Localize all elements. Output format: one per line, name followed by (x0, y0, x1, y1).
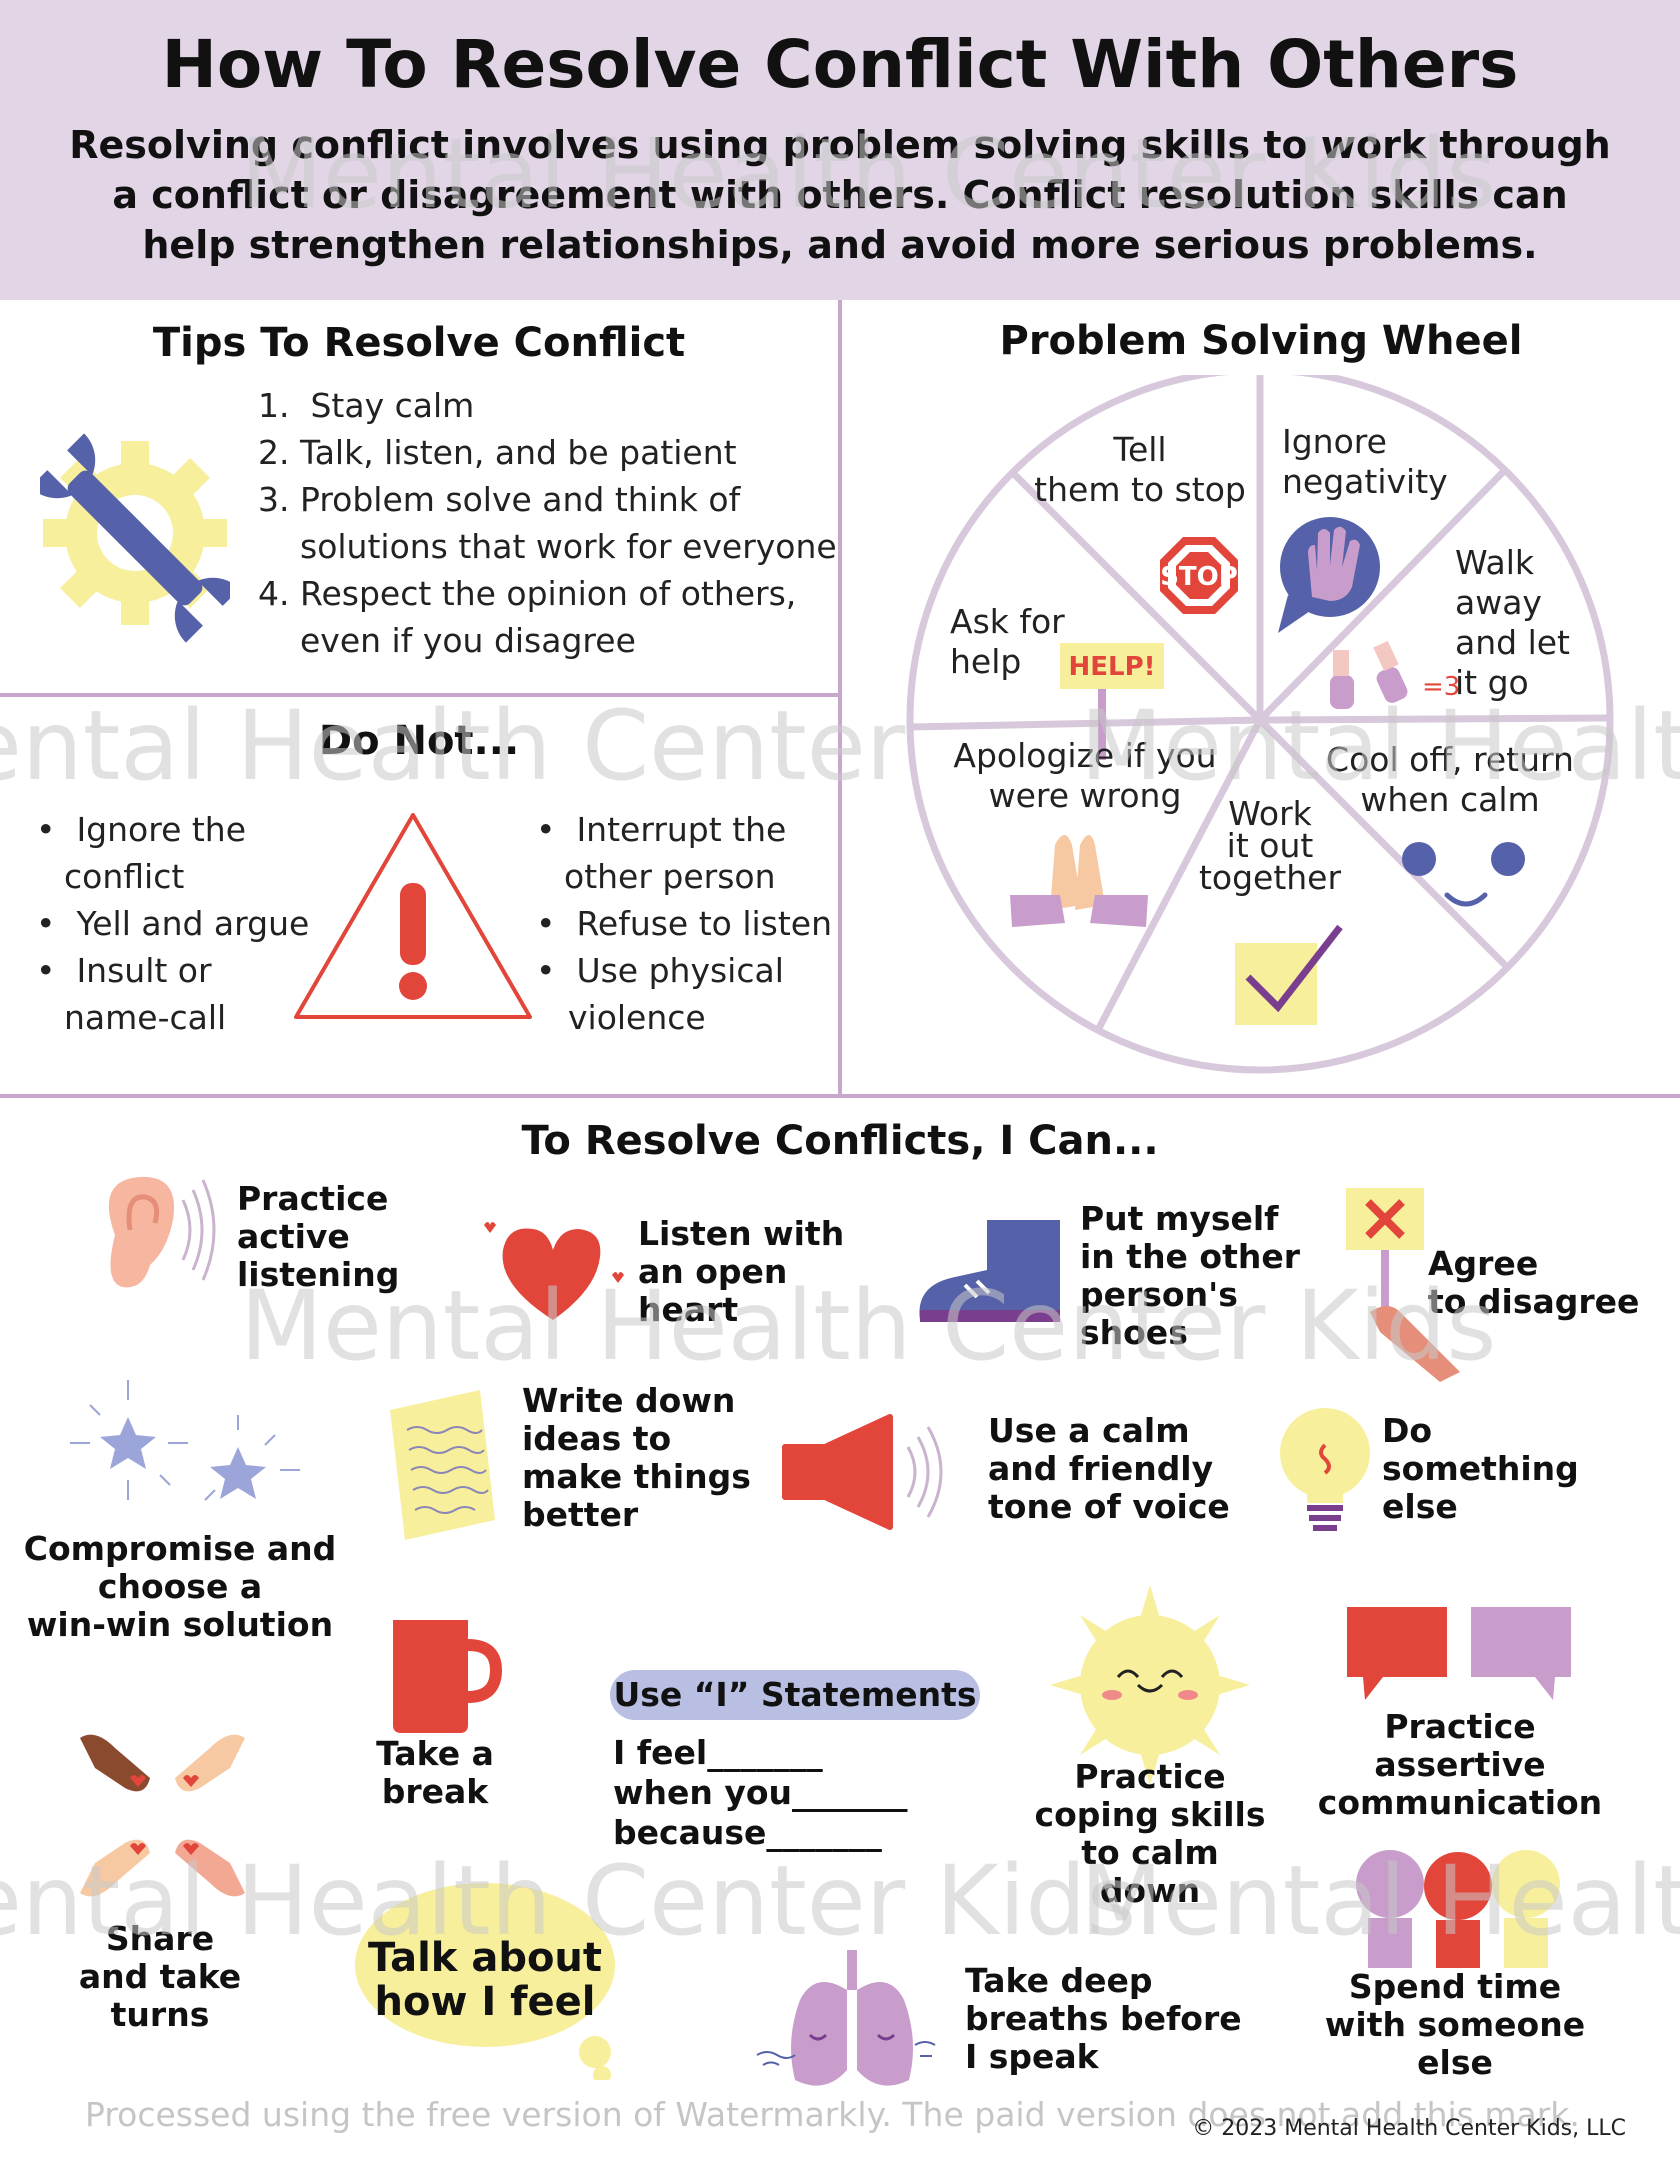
activity-tone: Use a calm and friendly tone of voice (988, 1411, 1230, 1526)
activity-open-heart: Listen with an open heart (638, 1214, 845, 1329)
activity-talk: Talk about how I feel (367, 1935, 603, 2025)
activity-active-listening: Practice active listening (237, 1179, 400, 1294)
wheel-label-work: Work it out together (1198, 794, 1342, 897)
sun-icon (1050, 1585, 1250, 1785)
friends-icon (1356, 1850, 1560, 1968)
problem-solving-wheel: STOP =3 HELP! (906, 375, 1614, 1074)
activity-breaths: Take deep breaths before I speak (965, 1961, 1242, 2076)
tip-item: 2. Talk, listen, and be patient (258, 433, 737, 472)
copyright: © 2023 Mental Health Center Kids, LLC (1192, 2116, 1626, 2141)
activity-something-else: Do something else (1382, 1411, 1579, 1526)
megaphone-icon (782, 1414, 943, 1530)
horizontal-divider-left (0, 693, 838, 697)
watermark-footer: Processed using the free version of Wate… (85, 2095, 1580, 2134)
disagree-sign-icon (1346, 1188, 1460, 1382)
watermark-brand: Mental Health Center Kids (240, 1270, 1497, 1382)
i-statements-lines: I feel_______ when you_______ because___… (613, 1733, 908, 1852)
activity-assertive: Practice assertive communication (1317, 1707, 1603, 1822)
intro-text: Resolving conflict involves using proble… (69, 123, 1611, 267)
wheel-label-ignore: Ignore negativity (1282, 422, 1448, 501)
wheel-label-apologize: Apologize if you were wrong (953, 736, 1217, 815)
speech-bubbles-icon (1347, 1607, 1571, 1700)
thought-bubble-icon (355, 1883, 615, 2080)
checkmark-icon (1235, 924, 1343, 1025)
help-sign-label: HELP! (1068, 652, 1155, 682)
activity-shoes: Put myself in the other person's shoes (1080, 1199, 1301, 1352)
ear-icon (108, 1176, 216, 1288)
activity-spend-time: Spend time with someone else (1324, 1967, 1586, 2082)
lungs-icon (756, 1950, 936, 2086)
tips-title: Tips To Resolve Conflict (152, 320, 686, 366)
tip-item: 3. Problem solve and think of (258, 480, 741, 519)
mug-icon (393, 1620, 503, 1733)
watermark-brand: Mental Health Center Kids (0, 1845, 1137, 1957)
watermark-brand: Mental Health Center Kids (240, 118, 1497, 230)
stars-icon (70, 1380, 300, 1501)
watermark-brand: Mental Health Center Kids (1080, 690, 1680, 802)
praying-hands-icon (1010, 835, 1148, 927)
activity-agree: Agree to disagree (1428, 1244, 1640, 1321)
shoe-icon (919, 1220, 1060, 1322)
tip-item: 1. Stay calm (258, 386, 475, 425)
lightbulb-icon (1280, 1408, 1370, 1531)
tip-item: 4. Respect the opinion of others, (258, 574, 797, 613)
i-statements-pill: Use “I” Statements (610, 1670, 980, 1720)
wheel-label-walk: Walk away and let it go (1455, 543, 1570, 702)
wheel-label-ask: Ask for help (950, 602, 1065, 681)
walking-feet-icon: =3 (1330, 640, 1460, 709)
activity-compromise: Compromise and choose a win-win solution (23, 1529, 337, 1644)
tips-list: 1. Stay calm 2. Talk, listen, and be pat… (258, 382, 838, 664)
heart-icon (484, 1222, 624, 1320)
sharing-hands-icon (80, 1734, 245, 1897)
do-not-list-right: • Interrupt the other person • Refuse to… (536, 810, 833, 1037)
activity-coping: Practice coping skills to calm down (1034, 1757, 1266, 1910)
do-not-title: Do Not... (318, 718, 520, 764)
activity-write: Write down ideas to make things better (522, 1381, 751, 1534)
wrench-gear-icon (40, 433, 230, 643)
header-banner (0, 0, 1680, 300)
page-title: How To Resolve Conflict With Others (161, 26, 1519, 103)
horizontal-divider-full (0, 1094, 1680, 1098)
stop-sign-icon (1160, 537, 1238, 614)
activity-share: Share and take turns (78, 1919, 242, 2034)
do-not-list-left: • Ignore the conflict • Yell and argue •… (36, 810, 310, 1037)
wheel-title: Problem Solving Wheel (999, 318, 1523, 364)
help-sign-icon (1060, 643, 1164, 760)
calm-face-icon (1402, 842, 1525, 907)
wheel-label-cool: Cool off, return when calm (1326, 740, 1574, 819)
vertical-divider (838, 300, 842, 1095)
tip-item-continuation: even if you disagree (300, 621, 636, 660)
wheel-label-tell: Tell them to stop (1034, 430, 1246, 509)
resolve-title: To Resolve Conflicts, I Can... (521, 1118, 1159, 1164)
notepad-icon (390, 1390, 495, 1540)
hand-stop-icon (1278, 517, 1380, 633)
activity-break: Take a break (376, 1734, 494, 1811)
svg-text:=3: =3 (1422, 672, 1460, 702)
watermark-brand: Mental Health Center Kids (1080, 1845, 1680, 1957)
tip-item-continuation: solutions that work for everyone (300, 527, 837, 566)
warning-icon (294, 813, 532, 1019)
stop-sign-label: STOP (1160, 562, 1238, 592)
